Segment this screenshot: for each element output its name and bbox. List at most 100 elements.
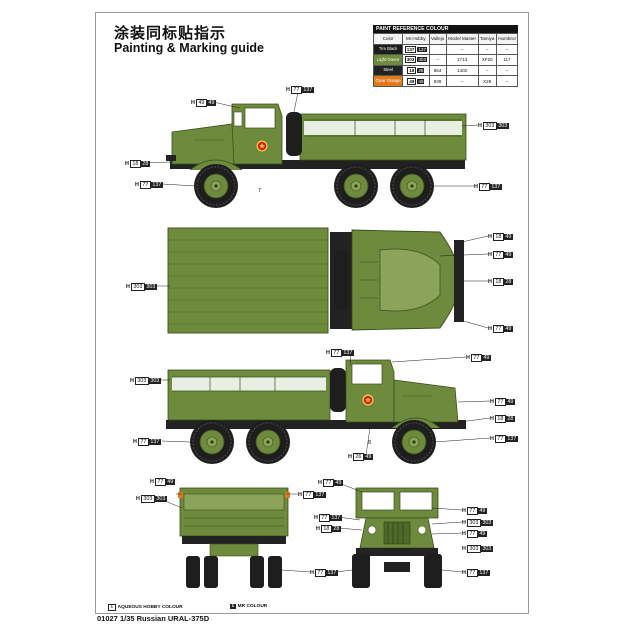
legend-mr-box: 1: [230, 604, 236, 609]
callout-h: H: [150, 479, 154, 485]
callout-mr: 137: [489, 183, 502, 191]
callout-code: 77: [492, 325, 504, 333]
callout-code: 77: [466, 530, 478, 538]
hobby-code: 49: [407, 77, 417, 85]
hobby-code: 137: [404, 45, 417, 53]
callout-h: H: [490, 416, 494, 422]
callout-mr: 137: [150, 181, 163, 189]
mr-code: 28: [417, 68, 425, 74]
legend-mr: 1 MR COLOUR: [230, 604, 267, 609]
callout-code: 77: [322, 479, 334, 487]
callout-mr: 49: [503, 233, 513, 241]
callout-h: H: [348, 454, 352, 460]
callout-code: 77: [494, 398, 506, 406]
callout-h: H: [462, 546, 466, 552]
callout-mr: 28: [503, 278, 513, 286]
part-number-8: 8: [368, 440, 372, 446]
hobby-code: 18: [407, 67, 417, 75]
callout-mr: 303: [480, 545, 493, 553]
callout-h: H: [126, 284, 130, 290]
callout-h: H: [462, 520, 466, 526]
callout-h: H: [298, 492, 302, 498]
callout-code: 77: [139, 181, 151, 189]
callout-mr: 137: [301, 86, 314, 94]
side-view-right: [166, 359, 466, 465]
callout-code: 49: [195, 99, 207, 107]
callout-h: H: [488, 326, 492, 332]
humbrol-cell: –: [495, 75, 519, 87]
callout-code: 18: [129, 160, 141, 168]
callout-mr: 137: [341, 349, 354, 357]
callout-mr: 49: [505, 398, 515, 406]
callout-mr: 28: [331, 525, 341, 533]
callout-mr: 49: [165, 478, 175, 486]
callout-code: 303: [130, 283, 145, 291]
callout-mr: 137: [329, 514, 342, 522]
mr-code: 303: [417, 57, 428, 63]
callout-code: 77: [478, 183, 490, 191]
callout-mr: 49: [363, 453, 373, 461]
callout-h: H: [462, 508, 466, 514]
callout-code: 77: [470, 354, 482, 362]
paint-table-header: PAINT REFERENCE COLOUR: [373, 25, 518, 33]
callout-h: H: [490, 399, 494, 405]
callout-code: 303: [466, 519, 481, 527]
mr-code: 49: [417, 78, 425, 84]
callout-mr: 303: [154, 495, 167, 503]
vallejo-cell: 939: [428, 75, 447, 87]
callout-code: 303: [140, 495, 155, 503]
callout-h: H: [133, 439, 137, 445]
paint-table-head-row: Color Mr.Hobby Vallejo Model Master Tami…: [372, 33, 519, 45]
hobby-code: 303: [404, 56, 417, 64]
callout-code: 77: [466, 569, 478, 577]
callout-h: H: [466, 355, 470, 361]
top-view: [167, 227, 464, 334]
callout-h: H: [191, 100, 195, 106]
callout-mr: 28: [505, 415, 515, 423]
callout-h: H: [318, 480, 322, 486]
callout-mr: 303: [148, 377, 161, 385]
callout-code: 18: [320, 525, 332, 533]
callout-h: H: [462, 531, 466, 537]
callout-h: H: [474, 184, 478, 190]
callout-mr: 137: [148, 438, 161, 446]
callout-mr: 137: [505, 435, 518, 443]
callout-mr: 28: [140, 160, 150, 168]
callout-mr: 303: [480, 519, 493, 527]
callout-h: H: [314, 515, 318, 521]
paint-table-grid: Color Mr.Hobby Vallejo Model Master Tami…: [372, 33, 519, 87]
paint-reference-table: PAINT REFERENCE COLOUR Color Mr.Hobby Va…: [372, 25, 519, 87]
legend-mr-text: MR COLOUR: [237, 604, 268, 609]
callout-code: 303: [466, 545, 481, 553]
callout-h: H: [488, 252, 492, 258]
callout-mr: 49: [333, 479, 343, 487]
callout-h: H: [490, 436, 494, 442]
callout-h: H: [286, 87, 290, 93]
callout-code: 18: [492, 233, 504, 241]
callout-h: H: [462, 570, 466, 576]
callout-mr: 49: [477, 530, 487, 538]
callout-mr: 137: [477, 569, 490, 577]
